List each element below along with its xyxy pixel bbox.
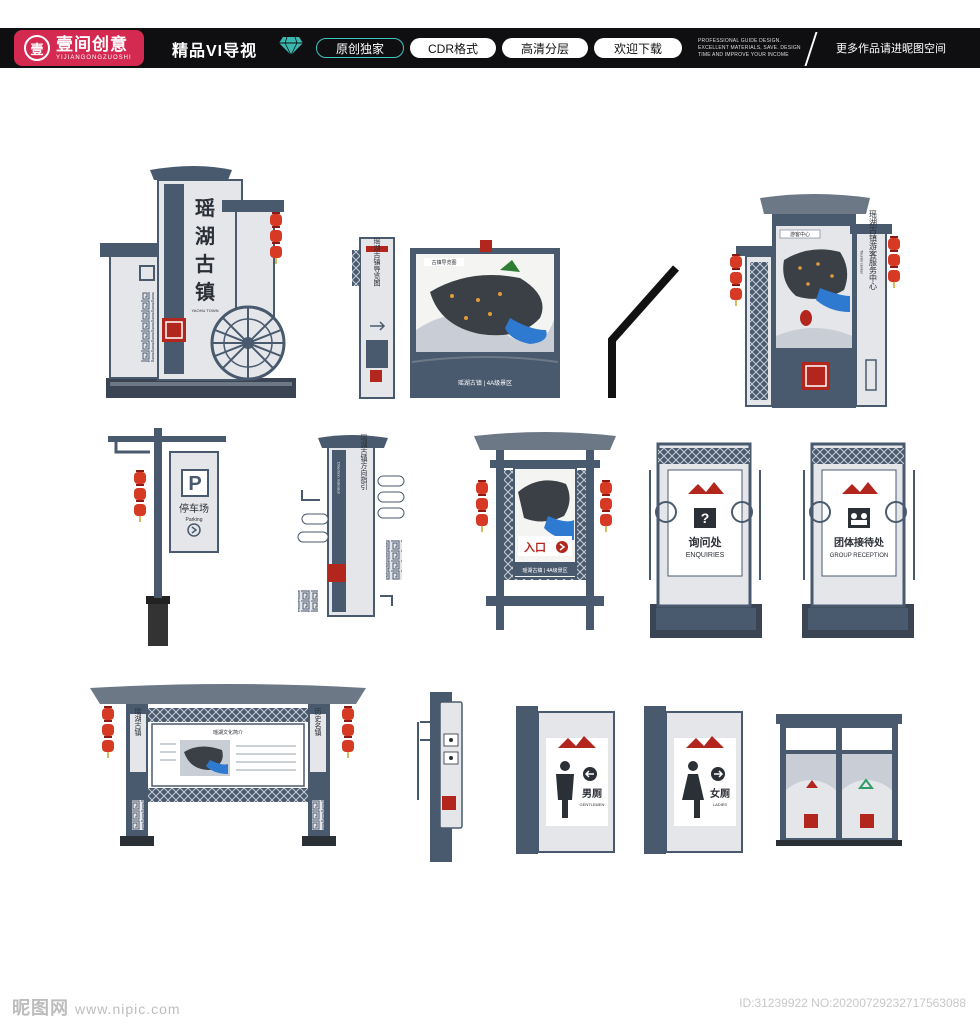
mens-toilet-sign: 男厕 GENTLEMEN [516,706,615,854]
women-cn: 女厕 [710,787,730,800]
enquiries-en: ENQUIRIES [686,552,725,559]
board-title: 瑶湖文化简介 [213,729,243,736]
parking-p-icon: P [188,473,201,495]
narrow-blade-sign [417,692,463,862]
guide-totem: 瑶湖古镇导览图 [352,237,395,399]
men-en: GENTLEMEN [580,802,605,807]
enquiries-sign: ? 询问处 ENQUIRIES [649,442,762,638]
entrance-sign: 入口 瑶湖古镇 | 4A级景区 [474,432,616,630]
tag-original[interactable]: 原创独家 [316,38,404,58]
guide-vertical-text: 瑶湖古镇导览图 [373,237,381,288]
question-icon: ? [701,510,710,526]
guide-map-board: 古镇导览图 瑶湖古镇 | 4A级景区 [410,240,560,398]
bracket-stroke [608,265,679,398]
direction-sign: 瑶湖古镇方向指引 Direction indicator [297,433,405,617]
direction-en: Direction indicator [337,462,342,495]
parking-cn: 停车场 [179,502,209,515]
tag-download[interactable]: 欢迎下载 [594,38,682,58]
reception-sign: 团体接待处 GROUP RECEPTION [802,442,915,638]
main-gate-char-2: 湖 [195,225,215,248]
women-en: LADIES [713,802,728,807]
main-gate-char-3: 古 [195,252,215,276]
culture-board-sign: 瑶湖古镇 历史名镇 瑶湖文化简介 [90,684,366,846]
more-works-link[interactable]: 更多作品请进昵图空间 [836,43,946,55]
womens-toilet-sign: 女厕 LADIES [644,706,743,854]
board-right-text: 历史名镇 [314,708,322,737]
parking-en: Parking [186,517,203,523]
watermark-url[interactable]: www.nipic.com [75,1001,181,1017]
tourist-center-sign: 游客中心 瑶湖古镇游客服务中心 Tourist center [729,194,901,408]
parking-sign: P 停车场 Parking [108,428,226,646]
watermark-site: 昵图网 [12,998,69,1018]
main-gate-char-4: 镇 [195,280,215,304]
enquiries-cn: 询问处 [689,535,723,549]
board-left-text: 瑶湖古镇 [134,707,142,737]
direction-vertical-text: 瑶湖古镇方向指引 [360,433,368,491]
reception-en: GROUP RECEPTION [830,553,889,559]
entrance-label: 入口 [524,541,546,554]
waste-bins [776,714,902,846]
main-gate-char-1: 瑶 [195,197,215,220]
brand-name-en: YIJIANGONGZUOSHI [56,54,132,61]
brand-name: 壹间创意 [56,34,128,54]
page-title: 精品VI导视 [172,43,258,60]
brand-seal-icon: 壹 [24,35,50,61]
guide-map-footer: 瑶湖古镇 | 4A级景区 [458,379,512,387]
men-cn: 男厕 [582,788,602,800]
tourist-center-en: Tourist center [860,250,865,275]
tourist-center-text: 瑶湖古镇游客服务中心 [869,209,878,290]
watermark-logo: 昵图网 www.nipic.com [12,994,181,1020]
reception-cn: 团体接待处 [834,536,885,549]
brand-logo[interactable]: 壹 壹间创意 YIJIANGONGZUOSHI [14,30,144,66]
main-gate-sign: 瑶 湖 古 镇 YAOHU TOWN [100,166,296,398]
signage-artwork: 瑶 湖 古 镇 YAOHU TOWN 瑶湖古镇导览图 古镇导览图 [90,166,915,862]
main-gate-en: YAOHU TOWN [191,308,218,313]
tag-layers[interactable]: 高清分层 [502,38,588,58]
watermark-id: ID:31239922 NO:20200729232717563088 [739,996,966,1010]
header-tagline: PROFESSIONAL GUIDE DESIGN. EXCELLENT MAT… [698,38,801,58]
tag-cdr[interactable]: CDR格式 [410,38,496,58]
entrance-footer: 瑶湖古镇 | 4A级景区 [522,567,567,574]
guide-map-title: 古镇导览图 [431,259,456,266]
tourist-center-box: 游客中心 [790,231,810,238]
diamond-icon [279,36,303,56]
